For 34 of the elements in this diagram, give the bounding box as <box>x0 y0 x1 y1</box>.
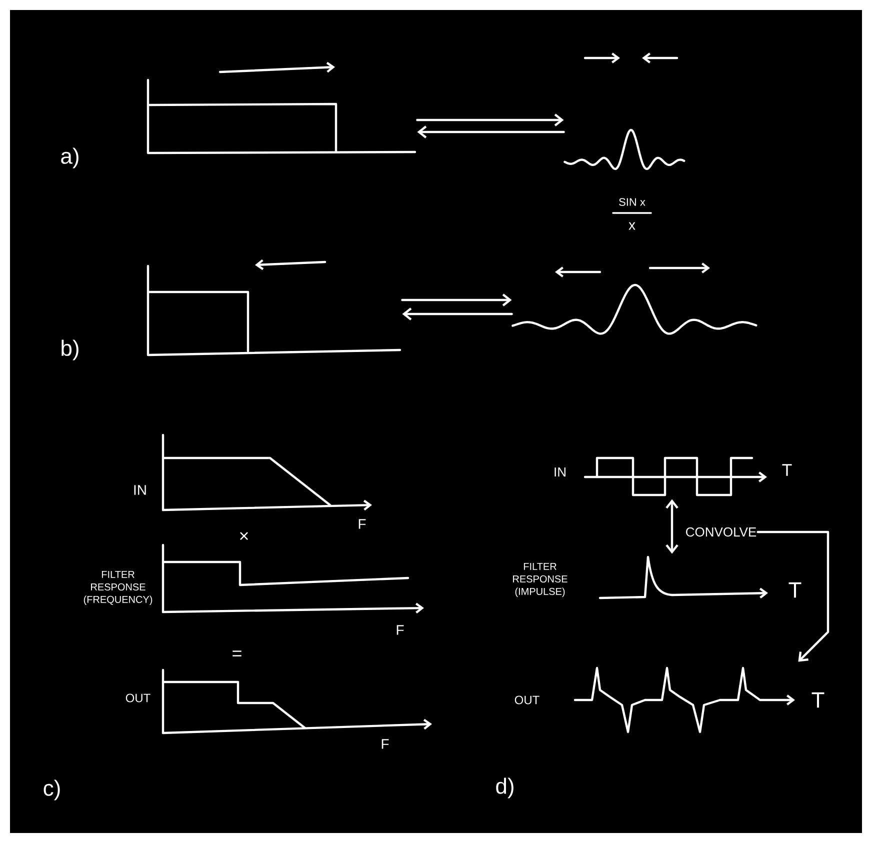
output-waveform-drawing <box>574 666 795 734</box>
text-label: IN <box>134 485 146 495</box>
rectangle-signal-drawing <box>146 264 402 356</box>
harpoon-arrow <box>417 126 565 138</box>
axis-label: T <box>812 692 824 708</box>
node-label: CONVOLVE <box>686 527 756 537</box>
rectangle-signal-drawing <box>146 78 416 154</box>
text-label: x <box>628 222 636 230</box>
text-label: OUT <box>126 694 150 702</box>
double-arrow <box>666 499 678 554</box>
square-wave-drawing <box>596 456 754 496</box>
text-label: OUT <box>514 696 540 704</box>
text-label: F <box>396 625 404 635</box>
text-label: FILTER RESPONSE (FREQUENCY) <box>84 571 152 605</box>
text-label: F <box>382 739 389 749</box>
harpoon-arrow <box>416 114 564 126</box>
impulse-response-drawing <box>598 556 674 600</box>
text-label: a) <box>61 148 78 168</box>
text-label: FILTER RESPONSE (IMPULSE) <box>513 563 568 597</box>
harpoon-arrow <box>402 308 513 320</box>
text-label: SIN x <box>619 198 646 206</box>
text-label: = <box>232 650 242 656</box>
text-label: IN <box>554 468 566 476</box>
text-label: F <box>358 519 366 529</box>
text-label: × <box>240 532 248 540</box>
text-label: T <box>788 582 802 598</box>
harpoon-arrow <box>401 294 512 306</box>
text-label: c) <box>44 780 60 800</box>
sinc-pulse-drawing <box>512 284 758 335</box>
axis-label: T <box>782 464 792 476</box>
text-label: d) <box>496 778 514 798</box>
bent-arrow <box>756 530 830 662</box>
sinc-pulse-drawing <box>564 128 686 170</box>
text-label: b) <box>62 340 78 360</box>
